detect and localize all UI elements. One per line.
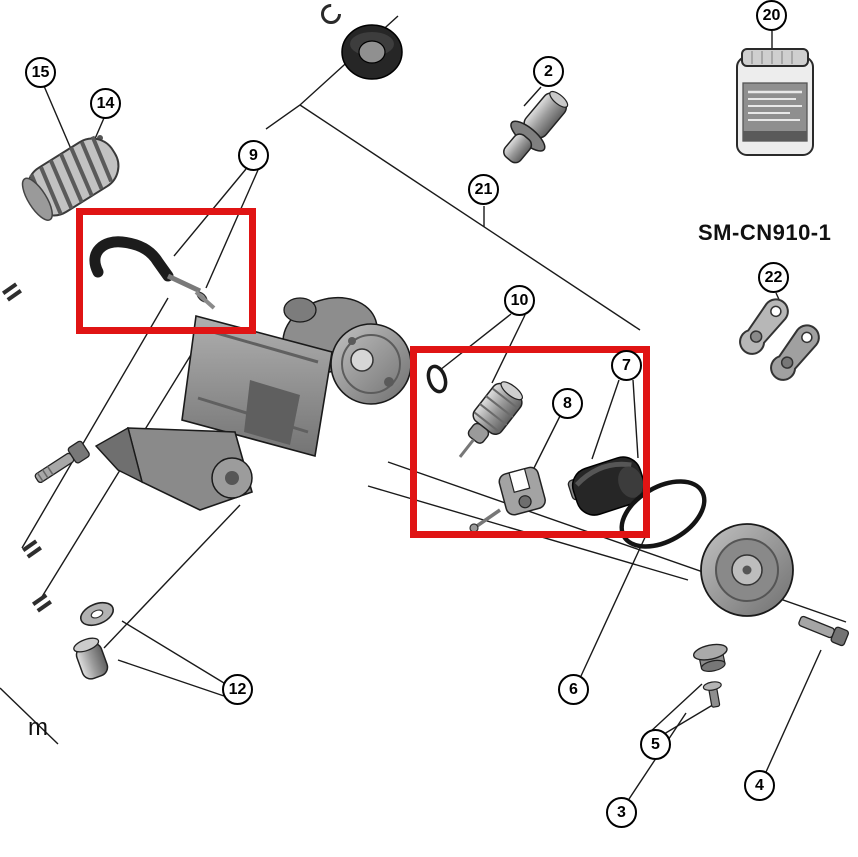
callout-8: 8 <box>552 388 583 419</box>
cone-washer <box>692 643 728 672</box>
leader-lines <box>0 15 847 800</box>
chain-quick-link <box>739 298 820 381</box>
cutoff-corner-text: m <box>28 714 48 741</box>
highlight-box-2 <box>410 346 650 538</box>
callout-22: 22 <box>758 262 789 293</box>
callout-6: 6 <box>558 674 589 705</box>
mount-washer <box>79 601 115 627</box>
torsion-spring <box>21 135 120 221</box>
product-code-label: SM-CN910-1 <box>698 220 832 245</box>
stud-bolt <box>798 615 849 647</box>
callout-3: 3 <box>606 797 637 828</box>
axle-bolt <box>503 90 569 164</box>
callout-14: 14 <box>90 88 121 119</box>
pulley-bolt <box>702 681 722 708</box>
cable-clevis <box>469 466 546 533</box>
cable-guide-hook <box>89 236 216 310</box>
callout-20: 20 <box>756 0 787 31</box>
callout-15: 15 <box>25 57 56 88</box>
callout-5: 5 <box>640 729 671 760</box>
callout-9: 9 <box>238 140 269 171</box>
highlight-box-1 <box>76 208 256 334</box>
rubber-end-cap <box>567 456 646 516</box>
left-bolt <box>34 440 90 484</box>
derailleur-body <box>94 296 412 511</box>
callout-10: 10 <box>504 285 535 316</box>
callout-21: 21 <box>468 174 499 205</box>
callout-4: 4 <box>744 770 775 801</box>
tension-pulley <box>700 523 794 617</box>
grease-jar <box>736 48 814 156</box>
adjust-barrel <box>458 381 523 458</box>
mount-bolt <box>73 637 109 680</box>
washer-edge-marks <box>2 282 52 613</box>
callout-12: 12 <box>222 674 253 705</box>
callout-7: 7 <box>611 350 642 381</box>
small-o-ring <box>426 364 448 394</box>
callout-2: 2 <box>533 56 564 87</box>
pulley-cap <box>321 4 403 80</box>
